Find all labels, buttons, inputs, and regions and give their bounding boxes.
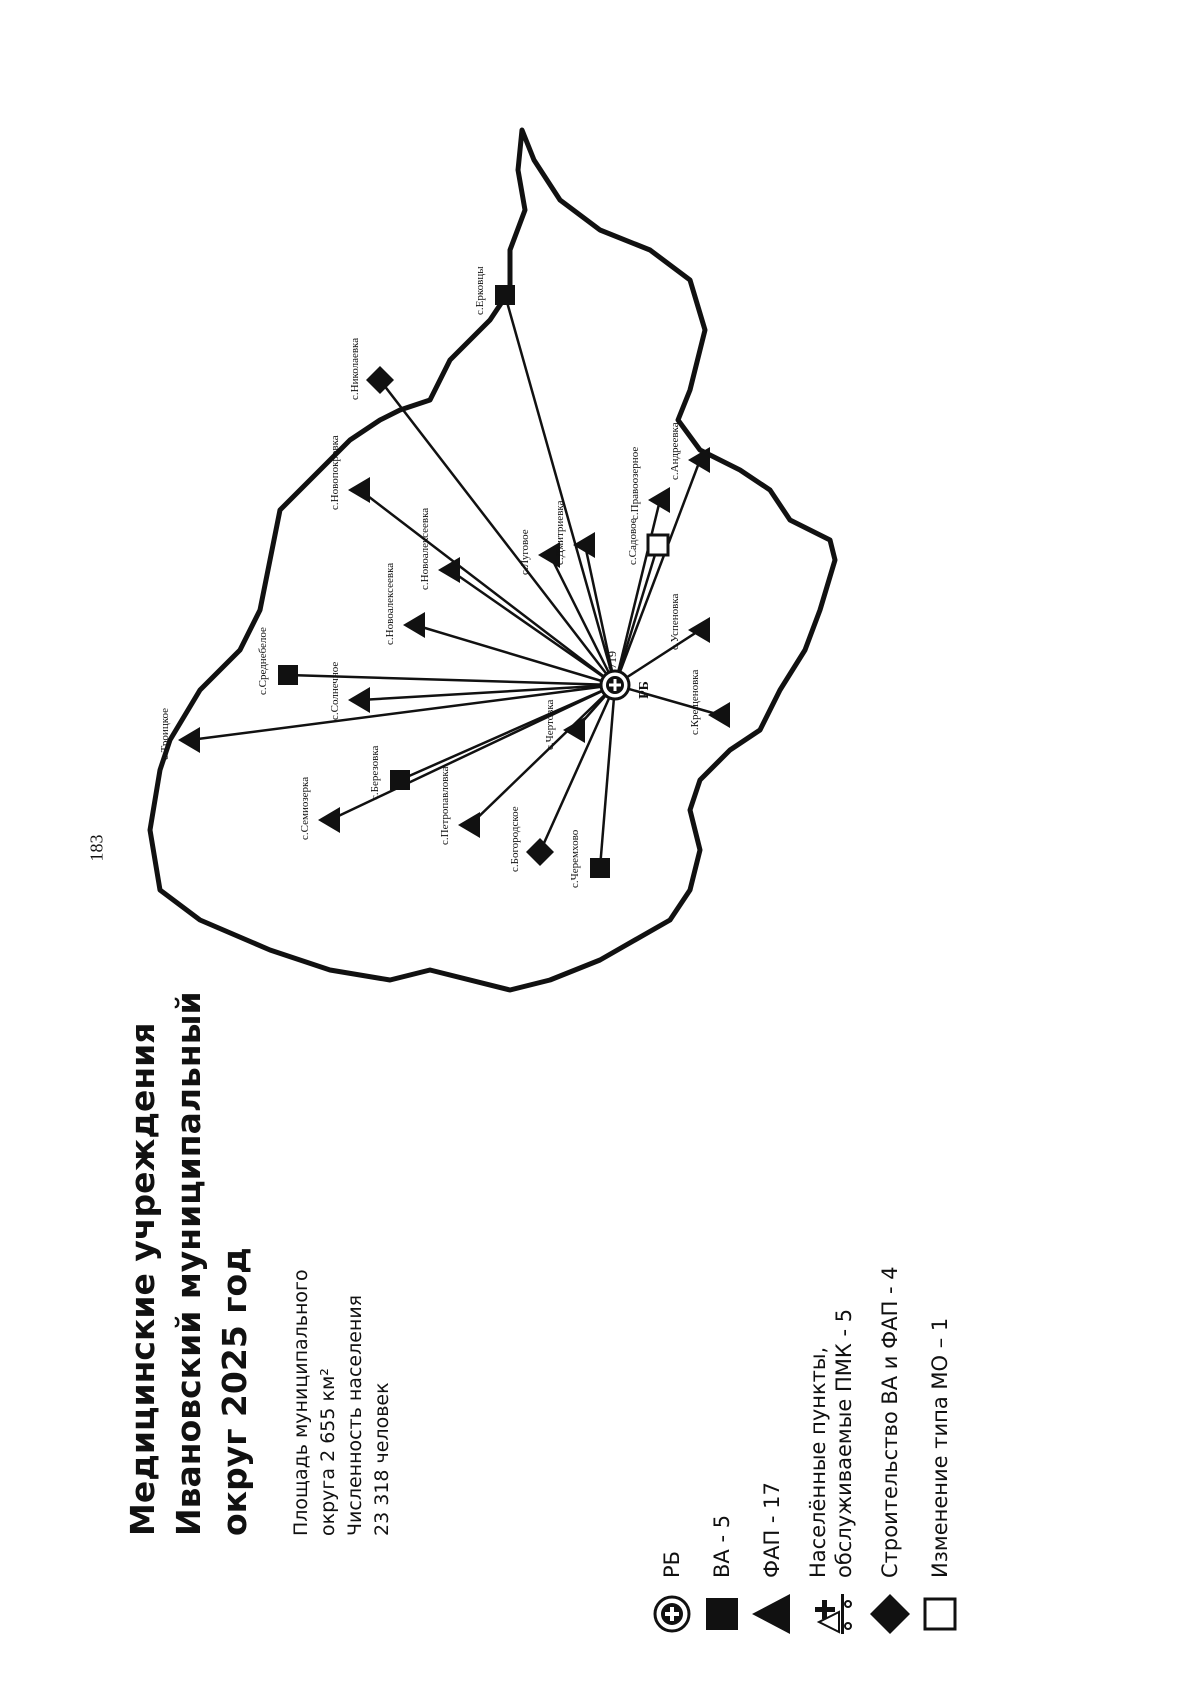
connection-line xyxy=(614,683,721,717)
settlement-label: с.Семиозерка xyxy=(299,777,311,840)
legend-label-pmk-line-2: обслуживаемые ПМК - 5 xyxy=(832,1308,856,1578)
settlement-marker-triangle-icon xyxy=(708,702,730,728)
settlement-marker-square-icon xyxy=(590,858,610,878)
settlement-marker-triangle-icon xyxy=(563,717,585,743)
page-number: 183 xyxy=(86,834,107,862)
connection-line xyxy=(329,683,616,822)
open-square-icon xyxy=(918,1592,962,1636)
settlement-label: с.Березовка xyxy=(369,746,381,801)
settlement-label: с.Среднебелое xyxy=(257,627,269,695)
settlement-label: с.Солнечное xyxy=(329,662,341,720)
settlement-label: с.Чертовка xyxy=(544,699,556,750)
connection-line xyxy=(379,379,616,686)
settlement-label: с.Ерковцы xyxy=(474,266,486,315)
legend-item-construction: Строительство ВА и ФАП - 4 xyxy=(866,1036,914,1636)
connection-line xyxy=(449,568,616,687)
settlement-marker-square-icon xyxy=(495,285,515,305)
district-map: с.Троицкое с.Семиозерка с.Березовка с.Петро… xyxy=(147,127,838,993)
connection-line xyxy=(414,623,616,687)
settlement-label: с.Новоалексеевка xyxy=(384,563,396,645)
legend-label-pmk-line-1: Населённые пункты, xyxy=(806,1346,830,1578)
settlement-marker-square-icon xyxy=(278,665,298,685)
legend-item-va: ВА - 5 xyxy=(698,1036,746,1636)
settlement-label: с.Успеновка xyxy=(669,593,681,650)
settlement-label: с.Богородское xyxy=(509,806,521,872)
square-icon xyxy=(700,1592,744,1636)
hub-marker xyxy=(599,669,631,701)
legend-item-fap: ФАП - 17 xyxy=(748,1036,796,1636)
settlement-marker-triangle-icon xyxy=(458,812,480,838)
settlement-label: с.Дмитриевка xyxy=(554,500,566,565)
settlement-marker-triangle-icon xyxy=(688,447,710,473)
settlement-marker-triangle-icon xyxy=(403,612,425,638)
settlement-marker-triangle-icon xyxy=(538,542,560,568)
legend-label-va: ВА - 5 xyxy=(710,1514,734,1578)
settlement-marker-open-square-icon xyxy=(646,533,670,557)
diamond-icon xyxy=(868,1592,912,1636)
settlement-label: с.Правоозерное xyxy=(629,447,641,520)
district-boundary xyxy=(147,127,838,993)
settlement-label: с.Троицкое xyxy=(159,708,171,760)
legend-item-rb: РБ xyxy=(648,1036,696,1636)
settlement-marker-triangle-icon xyxy=(648,487,670,513)
settlement-marker-triangle-icon xyxy=(573,532,595,558)
settlement-label: с.Новопокровка xyxy=(329,435,341,510)
connection-line xyxy=(399,683,616,782)
connection-line xyxy=(598,684,617,869)
legend-label-fap: ФАП - 17 xyxy=(760,1482,784,1578)
hub-code: 719 xyxy=(605,651,619,669)
legend-label-construction: Строительство ВА и ФАП - 4 xyxy=(878,1266,902,1578)
settlement-marker-diamond-icon xyxy=(526,838,554,866)
connection-line xyxy=(287,673,616,687)
circle-plus-icon xyxy=(650,1592,694,1636)
settlement-label: с.Луговое xyxy=(519,529,531,575)
legend-item-pmk: Населённые пункты, обслуживаемые ПМК - 5 xyxy=(798,1036,864,1636)
settlement-label: с.Крещеновка xyxy=(689,670,701,735)
legend-label-rb: РБ xyxy=(660,1550,684,1578)
settlement-marker-triangle-icon xyxy=(348,477,370,503)
settlement-marker-triangle-icon xyxy=(438,557,460,583)
settlement-labels: с.Троицкое с.Семиозерка с.Березовка с.Петро… xyxy=(159,266,701,888)
legend-label-type-change: Изменение типа МО – 1 xyxy=(928,1317,952,1578)
settlement-markers xyxy=(178,285,730,878)
settlement-label: с.Петропавловка xyxy=(439,766,451,845)
connection-line xyxy=(503,294,617,686)
connection-line xyxy=(614,628,701,687)
settlement-marker-triangle-icon xyxy=(688,617,710,643)
settlement-marker-triangle-icon xyxy=(348,687,370,713)
settlement-marker-triangle-icon xyxy=(318,807,340,833)
settlement-label: с.Новоалексеевка xyxy=(419,508,431,590)
mobile-clinic-icon xyxy=(809,1592,853,1636)
triangle-icon xyxy=(750,1592,794,1636)
connection-line xyxy=(469,684,616,826)
settlement-label: с.Николаевка xyxy=(349,338,361,400)
settlement-label: с.Андреевка xyxy=(669,422,681,480)
connection-lines xyxy=(189,294,721,869)
connection-line xyxy=(613,499,662,686)
map-legend: РБ ВА - 5 ФАП - 17 Населённые пункты, об… xyxy=(648,1036,966,1636)
legend-label-pmk: Населённые пункты, обслуживаемые ПМК - 5 xyxy=(805,1309,857,1578)
settlement-marker-square-icon xyxy=(390,770,410,790)
connection-line xyxy=(613,544,660,686)
connection-line xyxy=(583,544,617,686)
connection-line xyxy=(359,489,616,686)
connection-line xyxy=(613,459,702,686)
settlement-marker-triangle-icon xyxy=(178,727,200,753)
connection-line xyxy=(548,554,617,686)
hub-label: РБ xyxy=(637,681,652,699)
settlement-label: с.Садовое xyxy=(627,518,639,565)
legend-item-type-change: Изменение типа МО – 1 xyxy=(916,1036,964,1636)
connection-line xyxy=(359,683,616,702)
connection-line xyxy=(189,683,616,742)
settlement-label: с.Черемхово xyxy=(569,829,581,888)
connection-line xyxy=(538,684,617,853)
settlement-marker-diamond-icon xyxy=(366,366,394,394)
